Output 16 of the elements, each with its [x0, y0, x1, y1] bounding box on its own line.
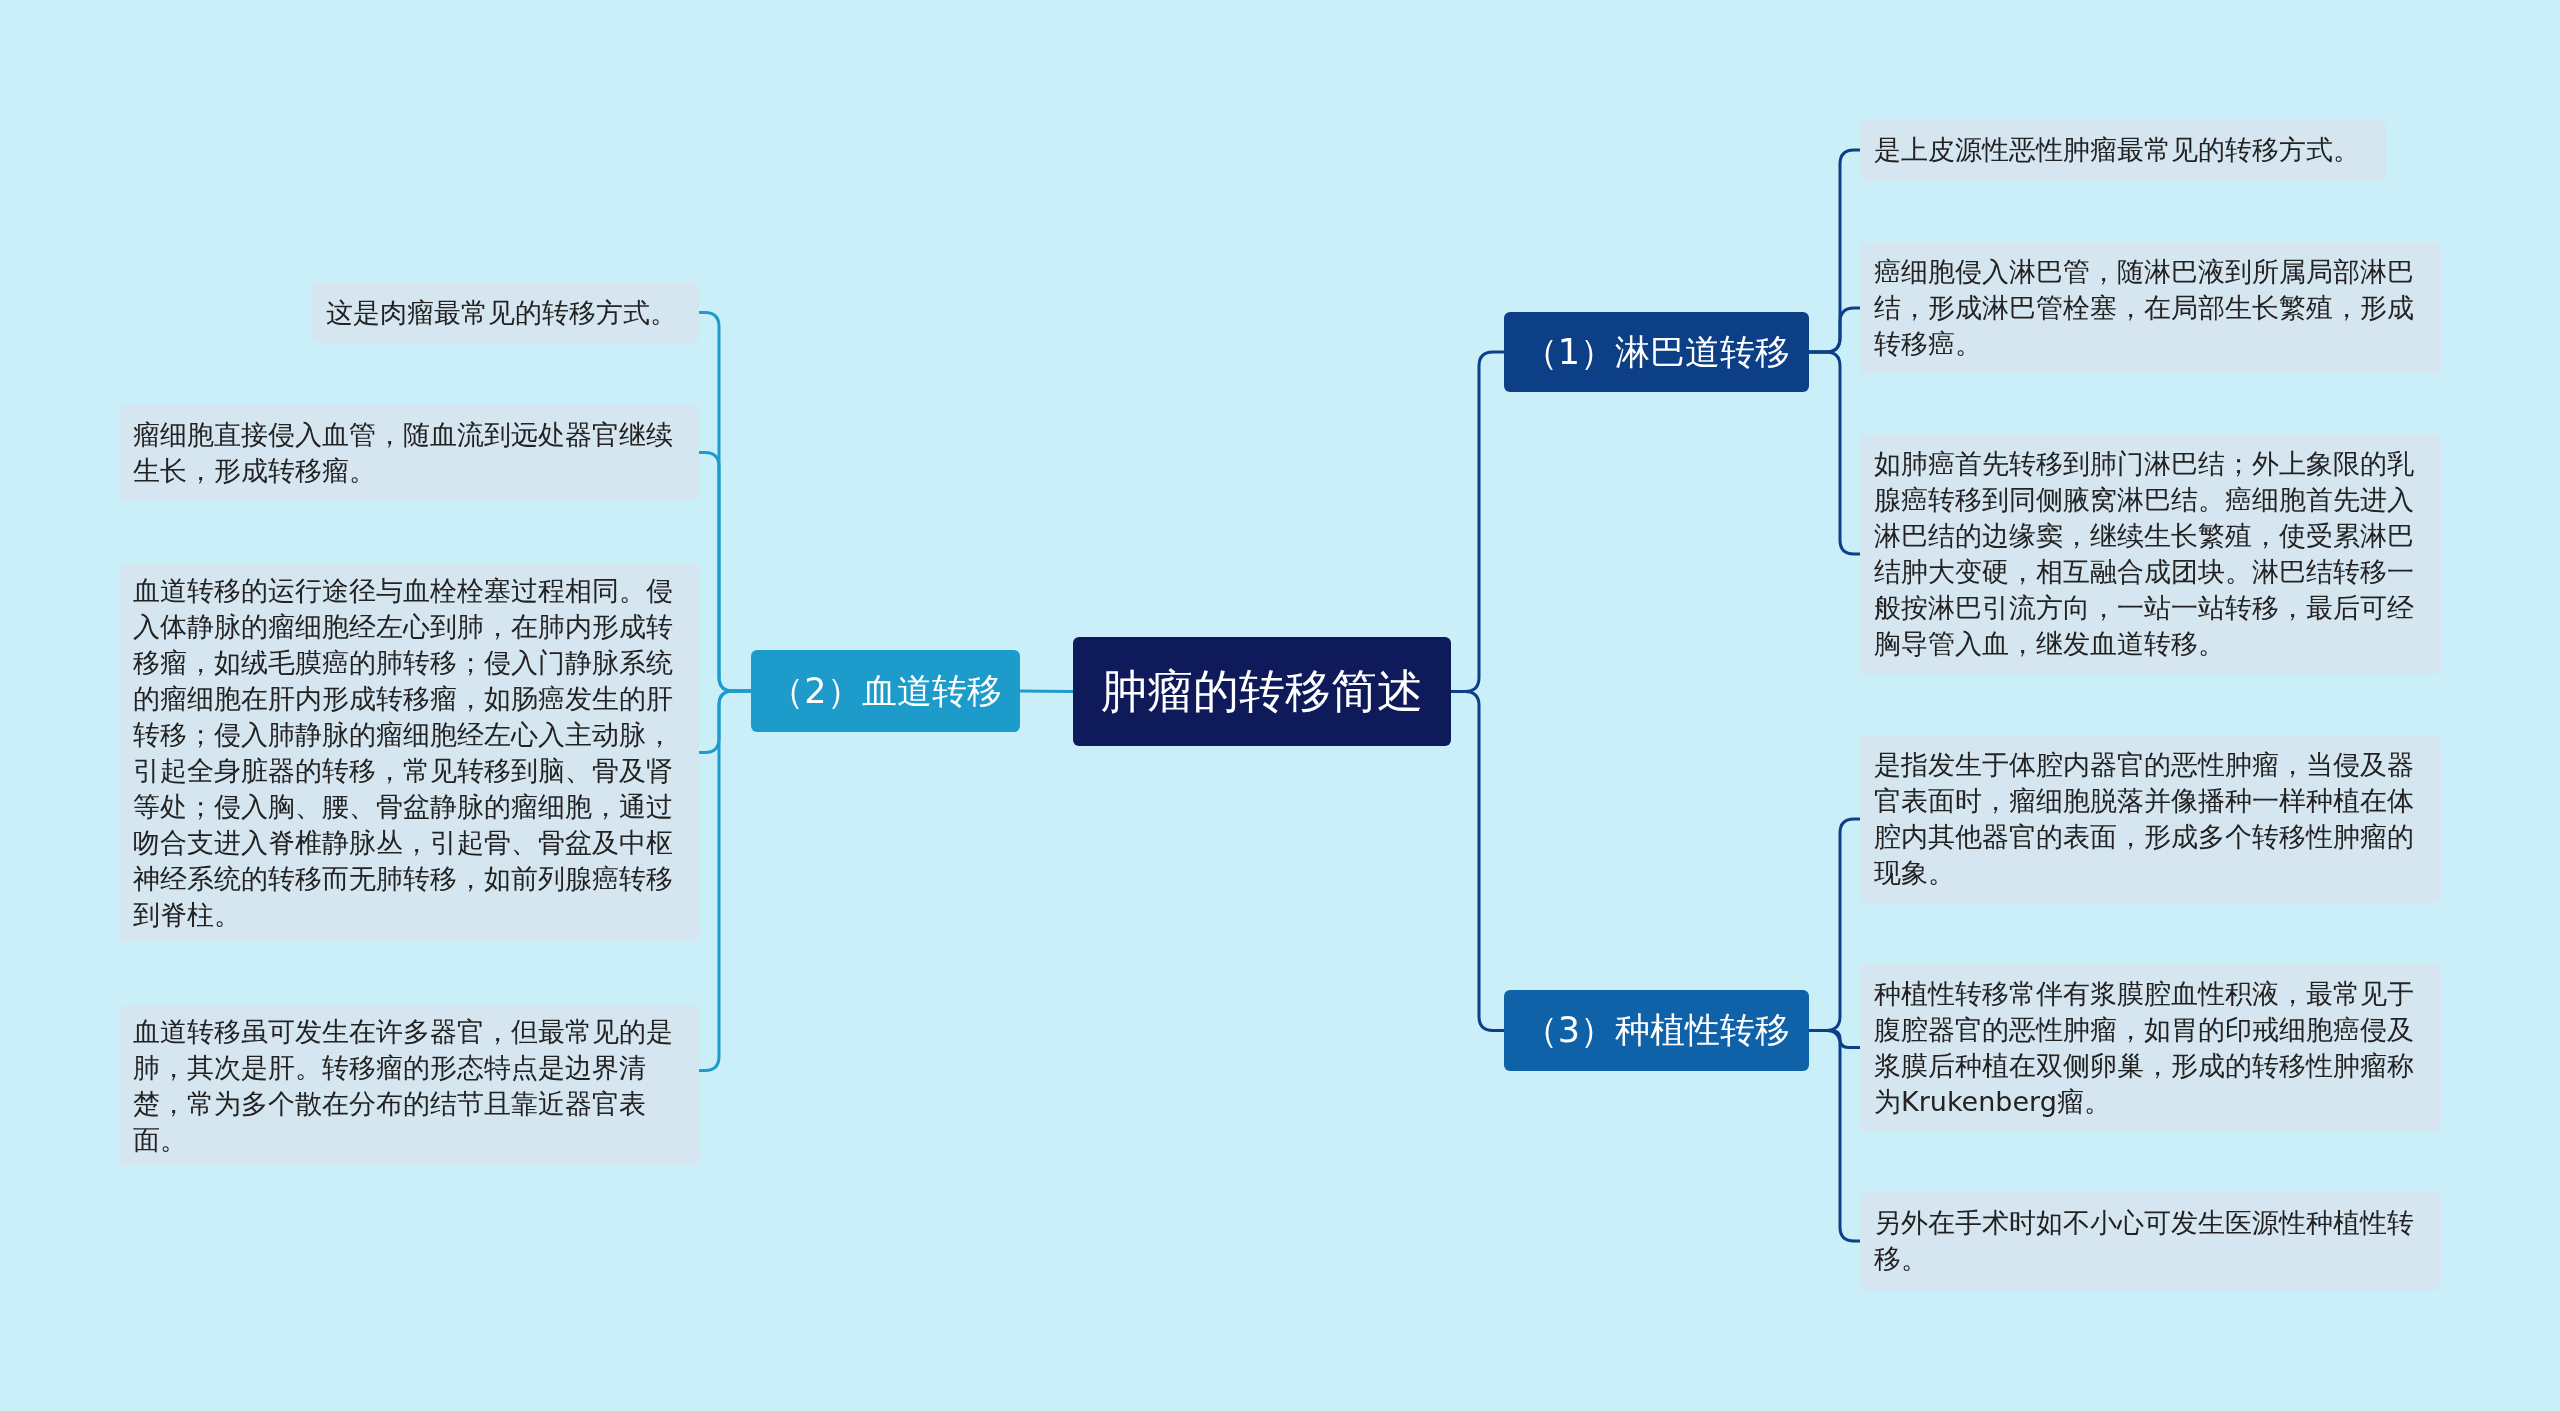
branch-box: （1）淋巴道转移 — [1504, 312, 1809, 392]
note-box: 这是肉瘤最常见的转移方式。 — [312, 282, 699, 343]
topic-box: 肿瘤的转移简述 — [1073, 637, 1451, 746]
note-box: 癌细胞侵入淋巴管，随淋巴液到所属局部淋巴结，形成淋巴管栓塞，在局部生长繁殖，形成转移癌。 — [1860, 242, 2441, 374]
note-box: 另外在手术时如不小心可发生医源性种植性转移。 — [1860, 1192, 2441, 1290]
note-box: 瘤细胞直接侵入血管，随血流到远处器官继续生长，形成转移瘤。 — [119, 405, 699, 500]
note-box: 种植性转移常伴有浆膜腔血性积液，最常见于腹腔器官的恶性肿瘤，如胃的印戒细胞癌侵及浆膜后种植在双侧卵巢，形成的转移性肿瘤称为Krukenberg瘤。 — [1860, 963, 2441, 1132]
note-box: 是指发生于体腔内器官的恶性肿瘤，当侵及器官表面时，瘤细胞脱落并像播种一样种植在体腔内其他器官的表面，形成多个转移性肿瘤的现象。 — [1860, 735, 2441, 903]
connector — [1020, 689, 1073, 693]
branch-box: （3）种植性转移 — [1504, 990, 1809, 1071]
note-box: 如肺癌首先转移到肺门淋巴结；外上象限的乳腺癌转移到同侧腋窝淋巴结。癌细胞首先进入淋巴结的边缘窦，继续生长繁殖，使受累淋巴结肿大变硬，相互融合成团块。淋巴结转移一般按淋巴引流方向，一站一站转移，最后可经胸导管入血，继发血道转移。 — [1860, 434, 2441, 674]
branch-box: （2）血道转移 — [751, 650, 1020, 732]
connector — [1451, 690, 1504, 1032]
note-box: 是上皮源性恶性肿瘤最常见的转移方式。 — [1860, 119, 2386, 181]
note-box: 血道转移虽可发生在许多器官，但最常见的是肺，其次是肝。转移瘤的形态特点是边界清楚，常为多个散在分布的结节且靠近器官表面。 — [119, 1006, 699, 1166]
note-box: 血道转移的运行途径与血栓栓塞过程相同。侵入体静脉的瘤细胞经左心到肺，在肺内形成转移瘤，如绒毛膜癌的肺转移；侵入门静脉系统的瘤细胞在肝内形成转移瘤，如肠癌发生的肝转移；侵入肺静脉的瘤细胞经左心入主动脉，引起全身脏器的转移，常见转移到脑、骨及肾等处；侵入胸、腰、骨盆静脉的瘤细胞，通过吻合支进入脊椎静脉丛，引起骨、骨盆及中枢神经系统的转移而无肺转移，如前列腺癌转移到脊柱。 — [119, 563, 699, 942]
